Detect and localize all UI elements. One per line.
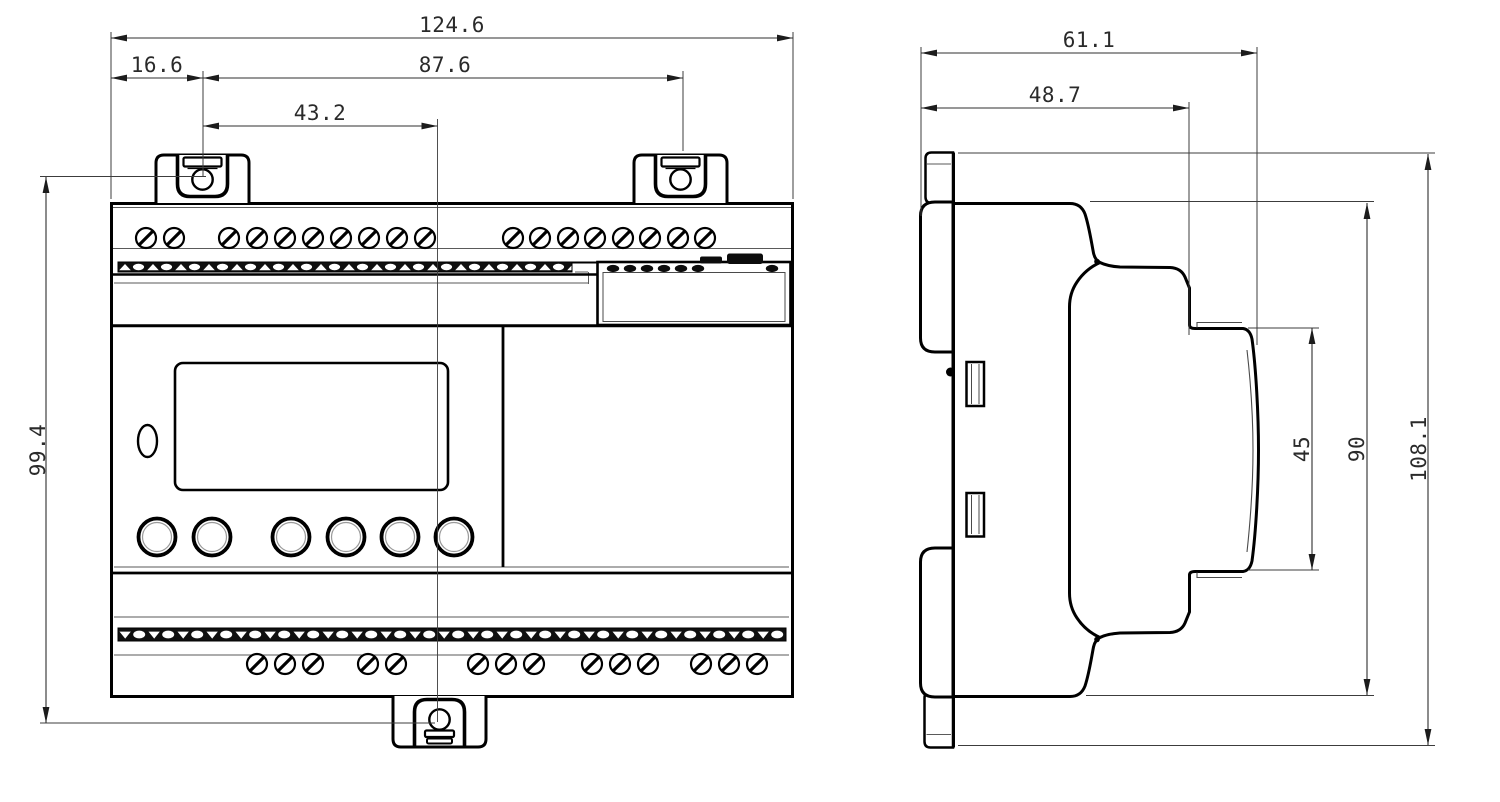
- dim-label-overall-width: 124.6: [419, 13, 485, 37]
- status-led: [136, 423, 159, 459]
- clip-housing-top: [919, 200, 955, 354]
- bottom-terminal-strip: [117, 627, 787, 642]
- mounting-tab-top-left: [154, 153, 251, 203]
- mounting-tab-bottom: [391, 696, 488, 749]
- dim-label-body-height: 90: [1345, 436, 1369, 462]
- extension-lines: [40, 32, 1435, 746]
- din-latch-slots: [965, 360, 986, 538]
- side-view: [919, 151, 1261, 749]
- dim-label-tab-spacing: 87.6: [419, 53, 472, 77]
- dim-label-center-offset: 43.2: [294, 101, 347, 125]
- dim-label-overall-depth: 61.1: [1063, 28, 1116, 52]
- dim-label-tab-offset: 16.6: [131, 53, 184, 77]
- dim-label-mount-hole-span: 99.4: [26, 424, 50, 477]
- front-view: [110, 153, 794, 749]
- dimension-lines: [45, 37, 1429, 745]
- dim-label-overall-height: 108.1: [1407, 416, 1431, 482]
- rail-clip-bottom: [923, 690, 955, 749]
- expansion-connector-block: [596, 253, 792, 327]
- top-terminal-strip: [117, 261, 598, 273]
- connector-pin-row: [606, 264, 779, 273]
- dim-label-base-depth: 48.7: [1029, 83, 1082, 107]
- top-terminal-screws: [134, 226, 717, 250]
- rail-clip-top: [924, 151, 955, 205]
- latch-detent: [946, 367, 955, 377]
- side-front-face: [1068, 261, 1101, 639]
- dimension-labels: 124.6 16.6 87.6 43.2 99.4 61.1 48.7 45 9…: [26, 13, 1431, 482]
- connector-clip-large: [727, 253, 763, 264]
- dim-label-bezel-height: 45: [1290, 436, 1314, 462]
- clip-housing-bottom: [919, 546, 955, 699]
- mounting-tab-top-right: [632, 153, 729, 203]
- connector-clip-small: [700, 256, 722, 264]
- lcd-display: [173, 361, 450, 492]
- bezel-inner-arc: [1246, 349, 1254, 553]
- dimension-arrowheads: [42, 34, 1432, 745]
